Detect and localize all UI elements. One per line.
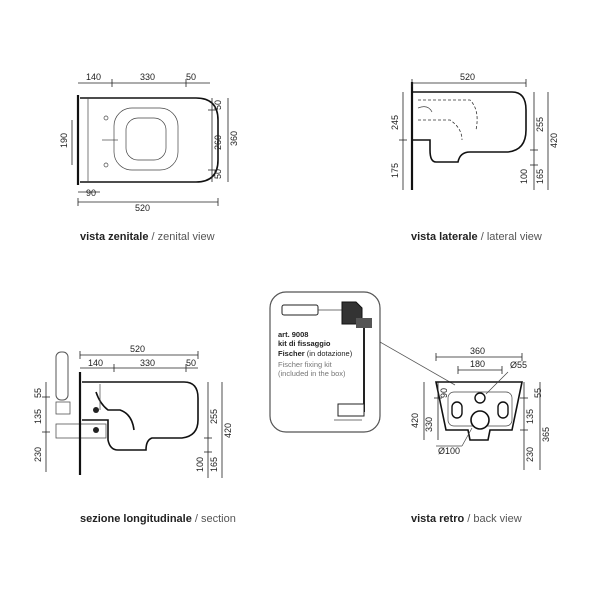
dim-label: 245 <box>390 115 400 130</box>
fixing-kit-box: art. 9008 kit di fissaggio Fischer (in d… <box>269 291 381 433</box>
section-view: 520 140 330 50 55 135 230 255 420 100 16… <box>33 344 233 478</box>
dim-label: 100 <box>195 457 205 472</box>
dim-label: 180 <box>470 359 485 369</box>
dim-label: 100 <box>519 169 529 184</box>
back-view: 360 180 Ø55 90 420 330 55 135 365 230 Ø1… <box>410 346 551 470</box>
side-view-bowl-outline <box>412 91 527 163</box>
dim-label: 140 <box>86 72 101 82</box>
section-bowl-outline <box>82 381 199 451</box>
dim-label: Ø55 <box>510 360 527 370</box>
dim-label: 330 <box>140 358 155 368</box>
caption-top-view: vista zenitale / zenital view <box>80 231 215 243</box>
caption-side-view-light: / lateral view <box>478 231 542 243</box>
dim-label: 230 <box>525 447 535 462</box>
caption-back-view: vista retro / back view <box>411 513 522 525</box>
caption-side-view: vista laterale / lateral view <box>411 231 542 243</box>
dim-label: 135 <box>525 409 535 424</box>
dim-label: 90 <box>86 188 96 198</box>
kit-brand-line: Fischer (in dotazione) <box>278 349 353 358</box>
dim-label: 190 <box>59 133 69 148</box>
kit-name-it: kit di fissaggio <box>278 339 331 348</box>
dim-label: 90 <box>439 388 449 398</box>
caption-section-view: sezione longitudinale / section <box>80 513 236 525</box>
top-view: 140 330 50 190 50 260 360 50 90 520 <box>59 72 239 213</box>
dim-label: Ø100 <box>438 446 460 456</box>
caption-top-view-bold: vista zenitale <box>80 231 148 243</box>
caption-back-view-bold: vista retro <box>411 513 464 525</box>
dim-label: 165 <box>535 169 545 184</box>
dim-label: 50 <box>213 169 223 179</box>
caption-side-view-bold: vista laterale <box>411 231 478 243</box>
dim-label: 260 <box>213 135 223 150</box>
dim-label: 140 <box>88 358 103 368</box>
kit-brand: Fischer <box>278 349 305 358</box>
kit-leader-line <box>379 341 456 386</box>
dim-label: 420 <box>223 423 233 438</box>
kit-included-en: (included in the box) <box>278 369 346 378</box>
dim-label: 365 <box>541 427 551 442</box>
kit-article-number: art. 9008 <box>278 330 308 339</box>
dim-label: 50 <box>186 72 196 82</box>
caption-section-view-light: / section <box>192 513 236 525</box>
dim-label: 50 <box>186 358 196 368</box>
dim-label: 255 <box>209 409 219 424</box>
dim-label: 175 <box>390 163 400 178</box>
caption-back-view-light: / back view <box>464 513 522 525</box>
dim-label: 420 <box>410 413 420 428</box>
dim-label: 165 <box>209 457 219 472</box>
dim-label: 230 <box>33 447 43 462</box>
top-view-bowl-outline <box>80 97 219 183</box>
dim-label: 420 <box>549 133 559 148</box>
dim-label: 255 <box>535 117 545 132</box>
dim-label: 135 <box>33 409 43 424</box>
caption-top-view-light: / zenital view <box>148 231 214 243</box>
dim-label: 360 <box>470 346 485 356</box>
dim-label: 55 <box>533 388 543 398</box>
dim-label: 520 <box>135 203 150 213</box>
dim-label: 55 <box>33 388 43 398</box>
dim-label: 50 <box>213 100 223 110</box>
kit-included-it: (in dotazione) <box>307 349 353 358</box>
back-view-outline <box>435 381 523 441</box>
caption-section-view-bold: sezione longitudinale <box>80 513 192 525</box>
dim-label: 330 <box>140 72 155 82</box>
dim-label: 520 <box>130 344 145 354</box>
dim-label: 330 <box>424 417 434 432</box>
dim-label: 360 <box>229 131 239 146</box>
dim-label: 520 <box>460 72 475 82</box>
kit-name-en: Fischer fixing kit <box>278 360 333 369</box>
side-view: 520 245 175 255 420 100 165 <box>390 72 559 190</box>
